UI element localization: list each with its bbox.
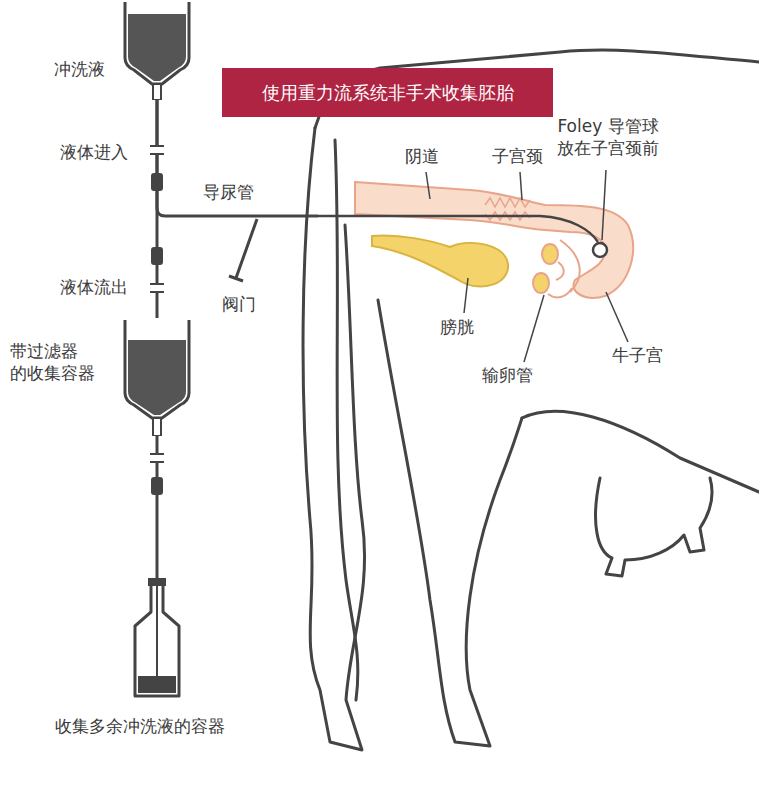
title-banner: 使用重力流系统非手术收集胚胎 <box>222 68 553 117</box>
tube-connector <box>150 146 164 154</box>
part-label: 液体流出 <box>60 276 128 298</box>
cow-tail <box>335 140 358 700</box>
cow-udder <box>596 478 712 576</box>
container-label: 收集多余冲洗液的容器 <box>55 715 225 737</box>
container-outline <box>125 320 189 418</box>
bag-outline <box>125 2 189 84</box>
part-label: 子宫颈 <box>492 145 543 167</box>
leader-line <box>524 295 544 362</box>
ovary <box>533 273 549 293</box>
collected-liquid <box>128 340 186 415</box>
container-label: 冲洗液 <box>54 58 105 80</box>
cow-belly <box>522 411 759 492</box>
part-label: 牛子宫 <box>612 344 663 366</box>
part-label: 液体进入 <box>60 141 128 163</box>
rinse-bag: 冲洗液 <box>122 0 192 100</box>
filter-container-shape <box>122 318 192 436</box>
tube-clamp <box>151 173 163 191</box>
leader-line <box>602 170 606 240</box>
part-label: 阴道 <box>405 145 439 167</box>
tube-connector <box>150 454 164 462</box>
excess-bottle-shape <box>127 578 187 700</box>
reproductive-tract <box>355 182 633 298</box>
container-neck <box>153 418 161 436</box>
rinse-bag-shape <box>122 0 192 100</box>
ovary <box>542 244 558 264</box>
part-label: Foley 导管球 放在子宫颈前 <box>548 115 668 159</box>
part-label: 阀门 <box>222 293 256 315</box>
bottle-tube <box>156 586 158 678</box>
valve-symbol <box>229 219 257 281</box>
bottle-outline <box>135 586 179 696</box>
bag-neck <box>153 84 161 100</box>
catheter-outer-tube <box>157 100 318 216</box>
leader-line <box>464 278 468 313</box>
filter-container: 带过滤器 的收集容器 <box>122 318 192 436</box>
excess-bottle: 收集多余冲洗液的容器 <box>127 578 187 700</box>
bladder <box>372 236 508 287</box>
catheter-inner <box>318 216 598 242</box>
part-label: 导尿管 <box>203 181 254 203</box>
leader-line <box>520 172 522 200</box>
excess-liquid <box>138 676 176 693</box>
cow-rear-leg <box>303 128 365 750</box>
foley-balloon <box>593 243 607 257</box>
leader-line <box>606 292 628 342</box>
part-label: 膀胱 <box>440 316 474 338</box>
oviduct <box>548 262 572 297</box>
tube-clamp <box>151 477 163 495</box>
container-label: 带过滤器 的收集容器 <box>10 340 110 384</box>
part-label: 输卵管 <box>482 364 533 386</box>
tube-clamp <box>151 247 163 265</box>
bottle-cap <box>148 578 166 586</box>
tube-connector <box>150 284 164 292</box>
leader-line <box>426 172 430 199</box>
